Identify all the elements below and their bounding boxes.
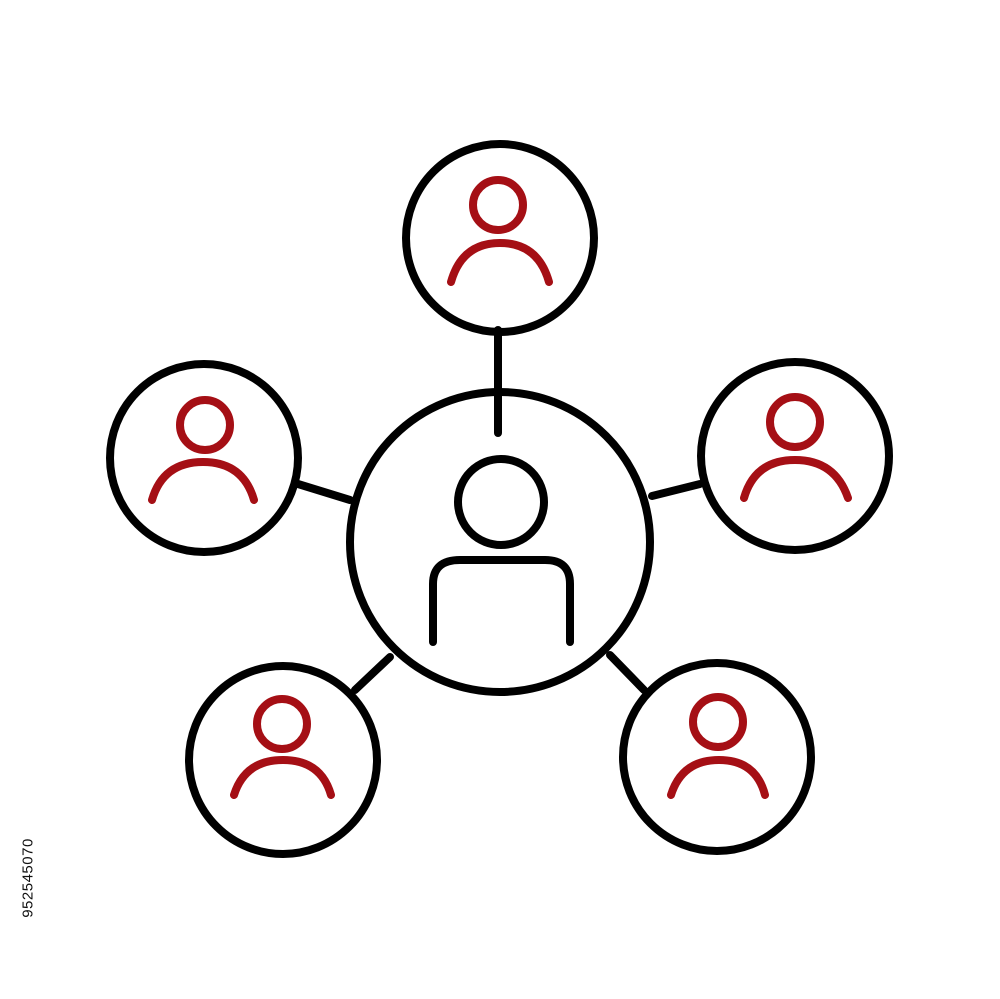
node-top-circle (402, 140, 598, 336)
node-right-user-icon (740, 393, 852, 502)
node-bottom-left (185, 662, 381, 858)
connector-bottom-left (351, 653, 394, 694)
node-left (106, 360, 302, 556)
node-right (697, 358, 893, 554)
connector-lines (294, 326, 704, 694)
node-bottom-left-circle (185, 662, 381, 858)
hub-node (346, 388, 654, 696)
node-bottom-left-user-icon (230, 695, 335, 799)
node-left-user-icon (148, 396, 258, 504)
node-right-circle (697, 358, 893, 554)
node-bottom-right (619, 659, 815, 855)
connector-left (294, 480, 354, 504)
connector-bottom-right (606, 651, 648, 694)
connector-right (648, 480, 704, 500)
node-bottom-right-circle (619, 659, 815, 855)
hub-user-icon (429, 455, 574, 646)
hub-circle (346, 388, 654, 696)
node-top-user-icon (447, 176, 553, 286)
watermark-id-text: 952545070 (19, 838, 37, 918)
node-left-circle (106, 360, 302, 556)
node-top (402, 140, 598, 336)
node-bottom-right-user-icon (667, 693, 769, 799)
